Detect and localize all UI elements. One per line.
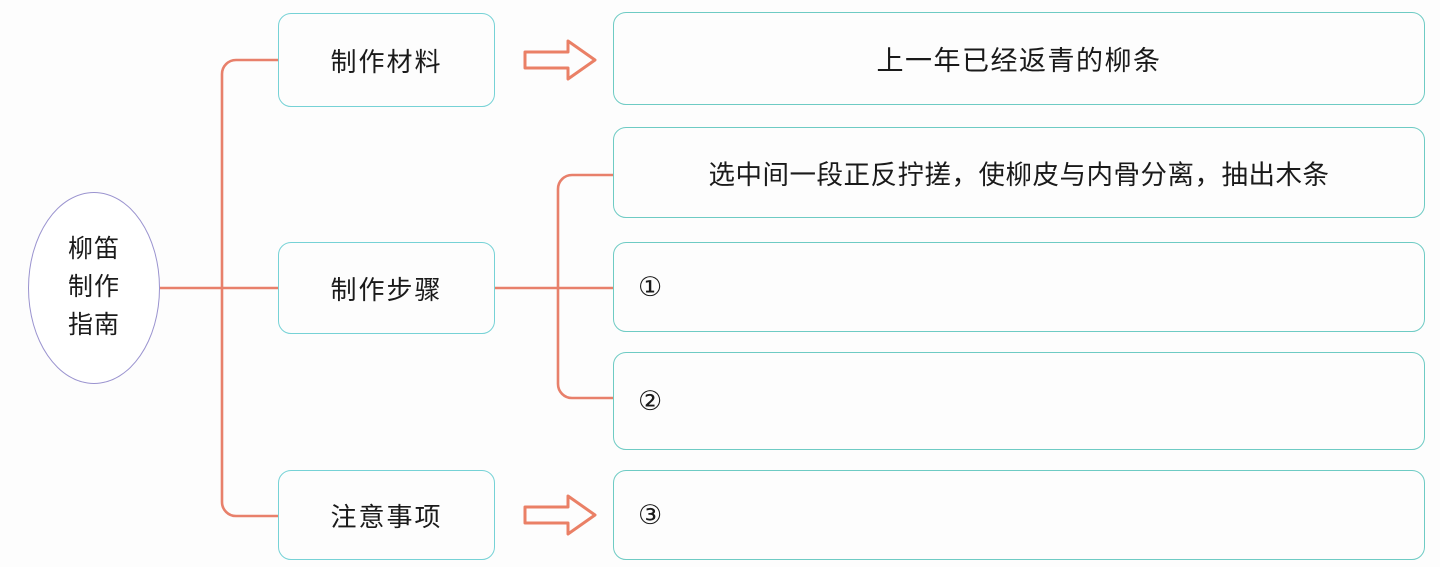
branch-label-steps: 制作步骤 [330, 275, 443, 305]
leaf-node-3[interactable]: ① [613, 242, 1425, 332]
leaf-node-4[interactable]: ② [613, 352, 1425, 450]
branch-node-steps[interactable]: 制作步骤 [278, 242, 495, 334]
leaf-text-5: ③ [638, 499, 663, 531]
arrow-icon-materials [523, 39, 597, 81]
leaf-node-5[interactable]: ③ [613, 470, 1425, 560]
leaf-text-4: ② [638, 385, 663, 417]
leaf-text-3: ① [638, 271, 663, 303]
leaf-text-1: 上一年已经返青的柳条 [876, 46, 1162, 76]
branch-label-cautions: 注意事项 [330, 502, 443, 532]
root-line-3: 指南 [67, 312, 120, 339]
root-node[interactable]: 柳笛 制作 指南 [28, 192, 160, 384]
root-line-1: 柳笛 [67, 236, 120, 263]
branch-node-materials[interactable]: 制作材料 [278, 13, 495, 107]
leaf-node-1[interactable]: 上一年已经返青的柳条 [613, 12, 1425, 105]
branch-label-materials: 制作材料 [330, 47, 443, 77]
leaf-node-2[interactable]: 选中间一段正反拧搓，使柳皮与内骨分离，抽出木条 [613, 127, 1425, 218]
root-line-2: 制作 [67, 274, 120, 301]
arrow-icon-cautions [523, 494, 597, 536]
leaf-text-2: 选中间一段正反拧搓，使柳皮与内骨分离，抽出木条 [708, 160, 1330, 190]
branch-node-cautions[interactable]: 注意事项 [278, 470, 495, 560]
